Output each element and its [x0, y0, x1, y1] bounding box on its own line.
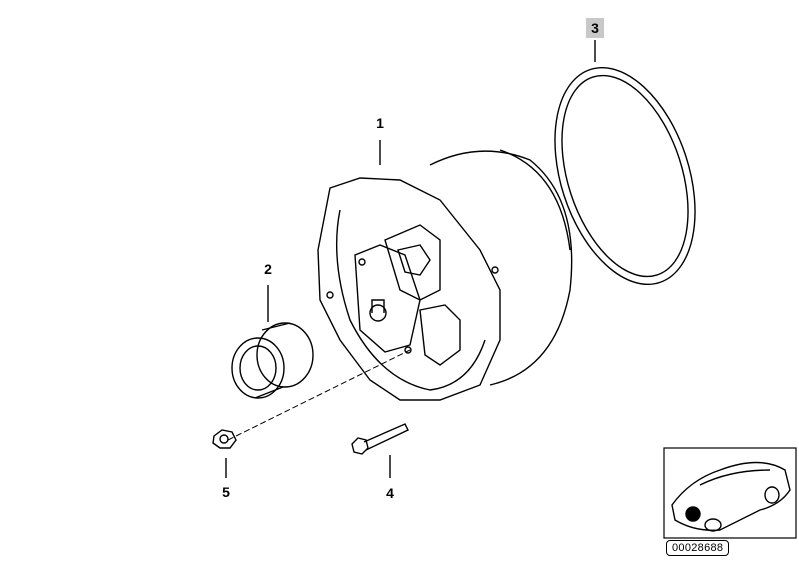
vehicle-location-thumbnail	[663, 447, 797, 539]
pulley-drawing	[231, 322, 314, 399]
bolt-drawing	[351, 423, 409, 455]
alternator-drawing	[317, 149, 573, 401]
callout-4[interactable]: 4	[386, 485, 394, 501]
nut-drawing	[212, 429, 237, 449]
callout-3[interactable]: 3	[586, 18, 604, 38]
callout-2[interactable]: 2	[264, 261, 272, 277]
leader-lines	[225, 40, 596, 478]
sealing-ring-drawing	[554, 66, 696, 286]
callout-1[interactable]: 1	[376, 115, 384, 131]
reference-number: 00028688	[666, 540, 730, 556]
callout-5[interactable]: 5	[222, 484, 230, 500]
